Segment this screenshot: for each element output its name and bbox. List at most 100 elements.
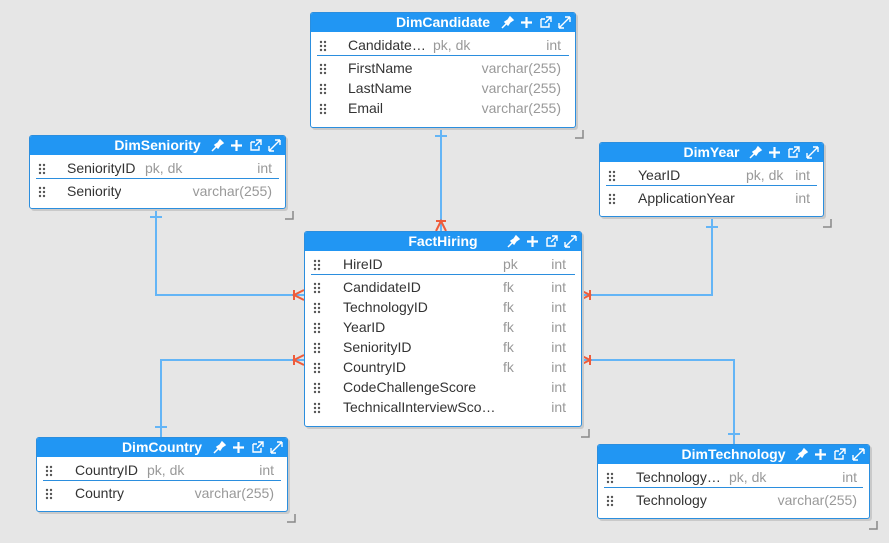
resize-handle-icon[interactable]: [580, 425, 590, 438]
drag-grip-icon[interactable]: [319, 63, 327, 75]
resize-handle-icon[interactable]: [822, 215, 832, 228]
column-type: int: [795, 190, 810, 206]
column-name: Technology: [636, 492, 707, 508]
column-name: TechnicalInterviewSco…: [343, 399, 496, 415]
drag-grip-icon[interactable]: [313, 342, 321, 354]
plus-icon[interactable]: [813, 447, 828, 462]
drag-grip-icon[interactable]: [313, 402, 321, 414]
drag-grip-icon[interactable]: [319, 40, 327, 52]
drag-grip-icon[interactable]: [45, 488, 53, 500]
resize-handle-icon[interactable]: [284, 207, 294, 220]
drag-grip-icon[interactable]: [606, 495, 614, 507]
open-external-icon[interactable]: [832, 447, 847, 462]
column-type: int: [551, 359, 566, 375]
resize-handle-icon[interactable]: [574, 126, 584, 139]
column-name: Country: [75, 485, 125, 501]
pin-icon[interactable]: [506, 234, 521, 249]
open-external-icon[interactable]: [544, 234, 559, 249]
open-external-icon[interactable]: [250, 440, 265, 455]
column-name: ApplicationYear: [638, 190, 735, 206]
expand-icon[interactable]: [805, 145, 820, 160]
plus-icon[interactable]: [229, 138, 244, 153]
plus-icon[interactable]: [519, 15, 534, 30]
pin-icon[interactable]: [500, 15, 515, 30]
relationship-country-fact[interactable]: [160, 359, 304, 437]
expand-icon[interactable]: [267, 138, 282, 153]
drag-grip-icon[interactable]: [606, 472, 614, 484]
relationship-seniority-fact[interactable]: [155, 207, 304, 296]
pin-icon[interactable]: [794, 447, 809, 462]
expand-icon[interactable]: [269, 440, 284, 455]
drag-grip-icon[interactable]: [313, 322, 321, 334]
pin-icon[interactable]: [212, 440, 227, 455]
drag-grip-icon[interactable]: [313, 302, 321, 314]
open-external-icon[interactable]: [248, 138, 263, 153]
table-header[interactable]: DimCountry: [37, 438, 287, 457]
drag-grip-icon[interactable]: [313, 259, 321, 271]
table-header[interactable]: DimSeniority: [30, 136, 285, 155]
resize-handle-icon[interactable]: [286, 510, 296, 523]
column-type: int: [546, 37, 561, 53]
resize-handle-icon[interactable]: [868, 517, 878, 530]
drag-grip-icon[interactable]: [38, 186, 46, 198]
column-name: LastName: [348, 80, 412, 96]
pin-icon[interactable]: [748, 145, 763, 160]
drag-grip-icon[interactable]: [313, 382, 321, 394]
drag-grip-icon[interactable]: [45, 465, 53, 477]
table-row[interactable]: TechnicalInterviewSco…int: [305, 397, 581, 417]
drag-grip-icon[interactable]: [319, 83, 327, 95]
table-row[interactable]: ApplicationYear int: [600, 188, 823, 208]
pin-icon[interactable]: [210, 138, 225, 153]
relationship-year-fact[interactable]: [580, 216, 713, 296]
table-row[interactable]: Email varchar(255): [311, 98, 575, 118]
plus-icon[interactable]: [525, 234, 540, 249]
column-type: int: [551, 379, 566, 395]
open-external-icon[interactable]: [538, 15, 553, 30]
table-header[interactable]: FactHiring: [305, 232, 581, 251]
drag-grip-icon[interactable]: [313, 282, 321, 294]
drag-grip-icon[interactable]: [608, 193, 616, 205]
column-name: Email: [348, 100, 384, 116]
column-key: fk: [503, 339, 514, 355]
expand-icon[interactable]: [851, 447, 866, 462]
column-type: int: [795, 167, 810, 183]
drag-grip-icon[interactable]: [38, 163, 46, 175]
drag-grip-icon[interactable]: [608, 170, 616, 182]
plus-icon[interactable]: [767, 145, 782, 160]
column-type: varchar(255): [481, 100, 561, 116]
expand-icon[interactable]: [557, 15, 572, 30]
plus-icon[interactable]: [231, 440, 246, 455]
table-header[interactable]: DimCandidate: [311, 13, 575, 32]
drag-grip-icon[interactable]: [313, 362, 321, 374]
relationship-technology-fact[interactable]: [580, 359, 735, 444]
table-header[interactable]: DimYear: [600, 143, 823, 162]
expand-icon[interactable]: [563, 234, 578, 249]
open-external-icon[interactable]: [786, 145, 801, 160]
column-key: pk, dk: [729, 469, 767, 485]
table-header[interactable]: DimTechnology: [598, 445, 869, 464]
drag-grip-icon[interactable]: [319, 103, 327, 115]
